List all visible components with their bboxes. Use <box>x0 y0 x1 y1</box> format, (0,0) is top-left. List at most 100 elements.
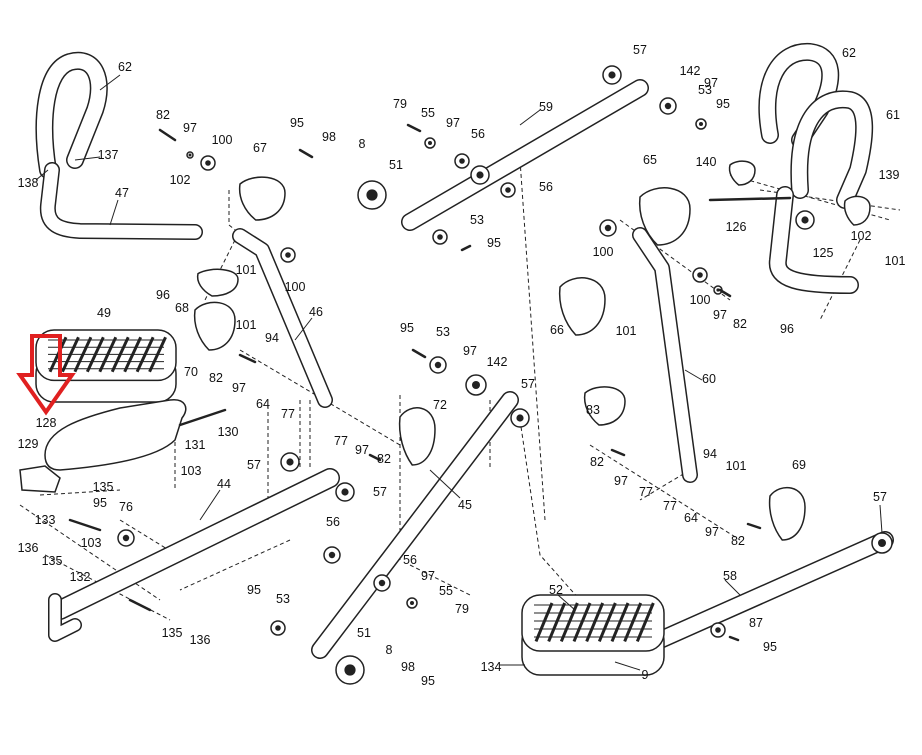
part-label-125: 125 <box>813 246 834 260</box>
bearing-56 <box>323 546 341 564</box>
end-cap-129 <box>19 465 61 493</box>
part-label-67: 67 <box>253 141 267 155</box>
part-label-138: 138 <box>18 176 39 190</box>
part-label-102: 102 <box>851 229 872 243</box>
washer-55 <box>424 137 436 149</box>
part-label-59: 59 <box>539 100 553 114</box>
part-label-79: 79 <box>455 602 469 616</box>
part-label-103: 103 <box>81 536 102 550</box>
bearing-56 <box>500 182 516 198</box>
spacer <box>470 165 490 185</box>
frame-58 <box>651 531 894 649</box>
part-label-56: 56 <box>539 180 553 194</box>
part-label-58: 58 <box>723 569 737 583</box>
handlebar-tube-61 <box>768 186 859 294</box>
part-label-70: 70 <box>184 365 198 379</box>
part-label-95: 95 <box>400 321 414 335</box>
handlebar-61 <box>790 90 874 209</box>
upper-arm-46 <box>232 228 333 408</box>
part-label-72: 72 <box>433 398 447 412</box>
part-label-95: 95 <box>421 674 435 688</box>
parts <box>19 65 893 685</box>
part-label-131: 131 <box>185 438 206 452</box>
part-label-128: 128 <box>36 416 57 430</box>
part-labels: 6213713847829710010296676810110070101944… <box>18 43 906 688</box>
bracket-87 <box>710 622 726 638</box>
frame-foot <box>48 593 82 642</box>
part-label-77: 77 <box>334 434 348 448</box>
handlebar-62-right <box>758 42 840 149</box>
cover-69 <box>768 486 806 541</box>
part-label-57: 57 <box>873 490 887 504</box>
part-label-76: 76 <box>119 500 133 514</box>
part-label-62: 62 <box>842 46 856 60</box>
part-label-142: 142 <box>487 355 508 369</box>
part-label-101: 101 <box>726 459 747 473</box>
part-label-96: 96 <box>780 322 794 336</box>
washer <box>695 118 707 130</box>
part-label-95: 95 <box>487 236 501 250</box>
part-label-8: 8 <box>359 137 366 151</box>
part-label-134: 134 <box>481 660 502 674</box>
part-label-52: 52 <box>549 583 563 597</box>
part-label-83: 83 <box>586 403 600 417</box>
cover-70 <box>193 301 236 351</box>
part-label-135: 135 <box>162 626 183 640</box>
pulley-76 <box>117 529 135 547</box>
bearing-57 <box>280 452 300 472</box>
bolt <box>68 518 102 532</box>
part-label-49: 49 <box>97 306 111 320</box>
part-label-140: 140 <box>696 155 717 169</box>
part-label-126: 126 <box>726 220 747 234</box>
washer-53 <box>432 229 448 245</box>
bolt <box>460 244 472 252</box>
part-label-64: 64 <box>256 397 270 411</box>
part-label-100: 100 <box>212 133 233 147</box>
part-label-66: 66 <box>550 323 564 337</box>
washer-53 <box>270 620 286 636</box>
part-label-60: 60 <box>702 372 716 386</box>
bolt <box>158 128 177 142</box>
part-label-9: 9 <box>642 668 649 682</box>
part-label-61: 61 <box>886 108 900 122</box>
bearing-57 <box>871 532 893 554</box>
bearing-100 <box>692 267 708 283</box>
part-label-56: 56 <box>471 127 485 141</box>
part-label-57: 57 <box>521 377 535 391</box>
part-label-82: 82 <box>209 371 223 385</box>
cover-140 <box>728 160 756 186</box>
upper-arm-60 <box>632 227 698 483</box>
part-label-97: 97 <box>421 569 435 583</box>
part-label-64: 64 <box>684 511 698 525</box>
part-label-100: 100 <box>593 245 614 259</box>
highlight-arrow-icon <box>16 334 76 416</box>
plate-128 <box>44 399 187 471</box>
cover-68 <box>196 268 239 297</box>
part-label-100: 100 <box>285 280 306 294</box>
part-label-139: 139 <box>879 168 900 182</box>
part-label-132: 132 <box>70 570 91 584</box>
part-label-136: 136 <box>18 541 39 555</box>
part-label-82: 82 <box>590 455 604 469</box>
bearing-100 <box>599 219 617 237</box>
part-label-82: 82 <box>156 108 170 122</box>
part-label-57: 57 <box>633 43 647 57</box>
bolt <box>746 522 762 530</box>
part-label-95: 95 <box>290 116 304 130</box>
part-label-101: 101 <box>236 263 257 277</box>
handlebar-tube-47 <box>39 162 203 240</box>
pedal-52 <box>521 594 665 676</box>
part-label-77: 77 <box>663 499 677 513</box>
part-label-55: 55 <box>421 106 435 120</box>
link-arm-59 <box>401 79 649 231</box>
part-label-129: 129 <box>18 437 39 451</box>
part-label-98: 98 <box>322 130 336 144</box>
part-label-47: 47 <box>115 186 129 200</box>
bolt <box>610 448 626 457</box>
bolt <box>728 635 740 642</box>
leader-lines <box>35 74 883 671</box>
part-label-53: 53 <box>698 83 712 97</box>
part-label-97: 97 <box>463 344 477 358</box>
part-label-103: 103 <box>181 464 202 478</box>
